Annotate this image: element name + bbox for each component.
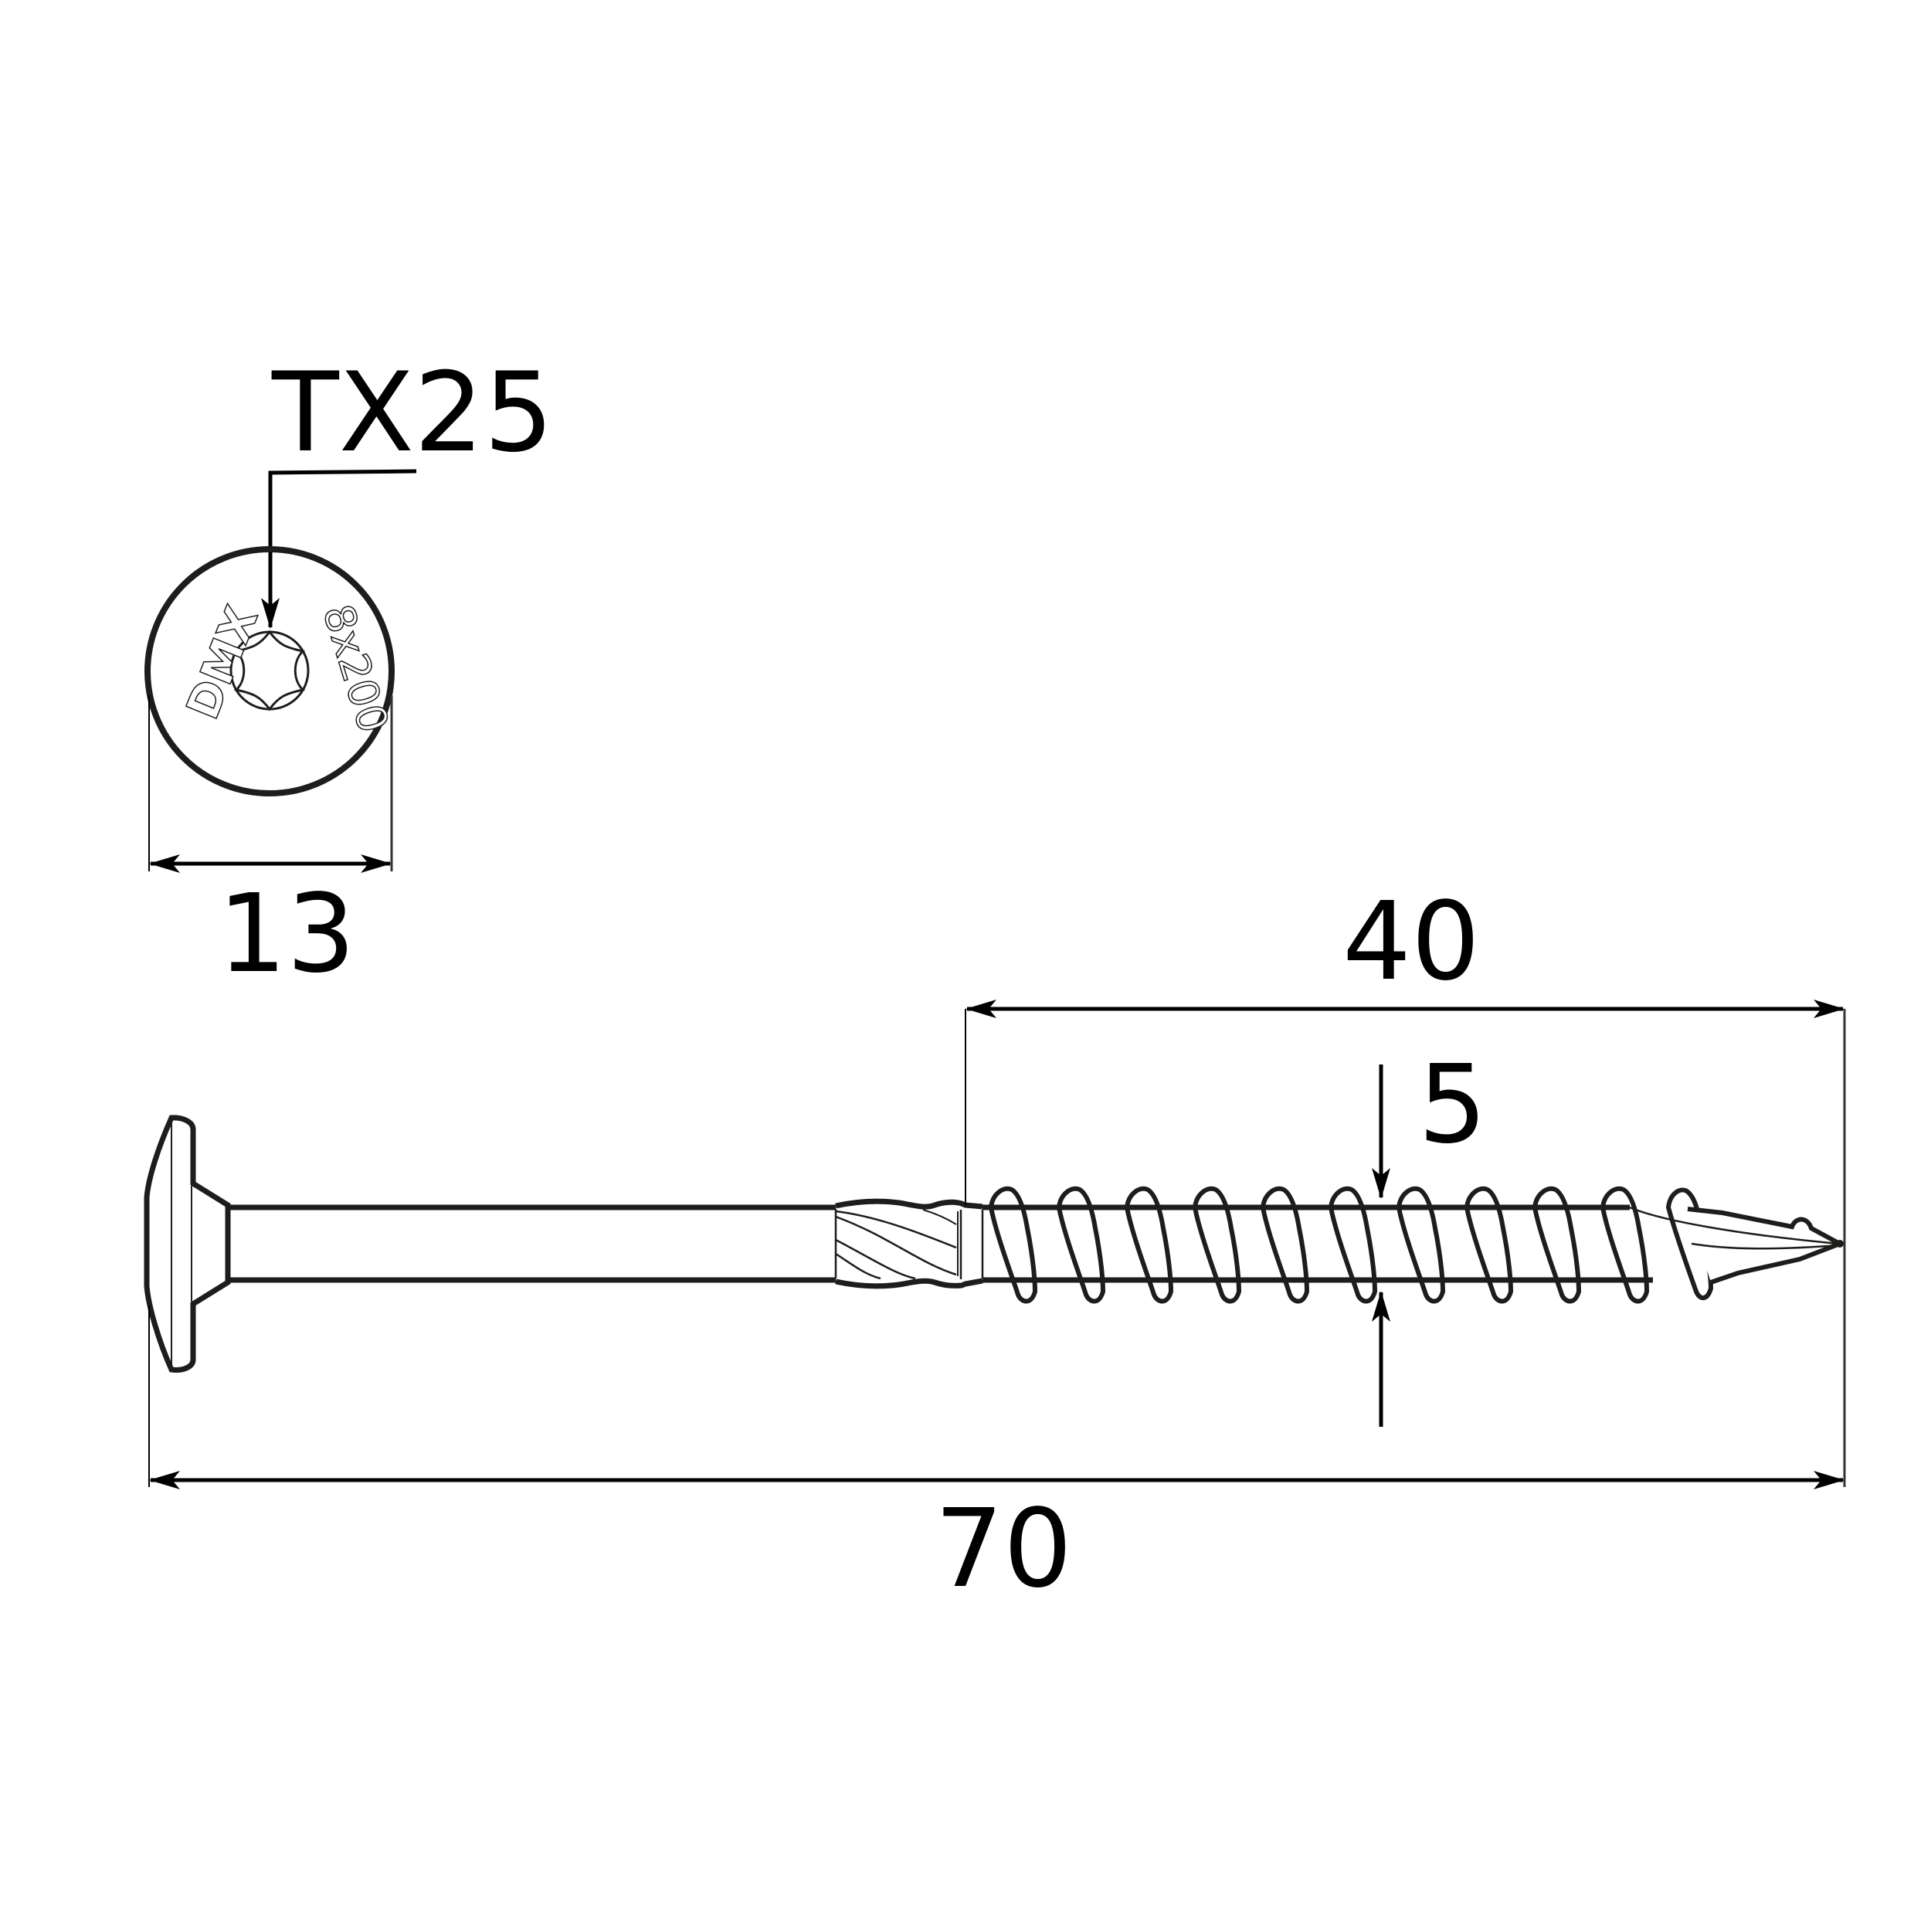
thread-flights (988, 1186, 1714, 1304)
screw-head-profile (144, 1115, 231, 1373)
head-stamp-size: 8x200 (314, 599, 399, 738)
screw-tip (1629, 1206, 1846, 1285)
head-diameter-value: 13 (218, 871, 355, 997)
side-dimensions: 40 5 70 (148, 879, 1846, 1612)
head-top-view: TX25 DMX 8x200 13 (144, 349, 554, 997)
screw-side-view (144, 1115, 1846, 1373)
torx-drive-icon (229, 630, 310, 711)
thread-diameter-value: 5 (1418, 1042, 1487, 1168)
head-outline-circle (144, 546, 395, 796)
drive-size-label: TX25 (271, 349, 554, 477)
overall-length-value: 70 (935, 1486, 1072, 1612)
milled-reamer-section (834, 1198, 984, 1289)
drive-leader-line (261, 469, 417, 629)
thread-length-value: 40 (1342, 879, 1480, 1005)
